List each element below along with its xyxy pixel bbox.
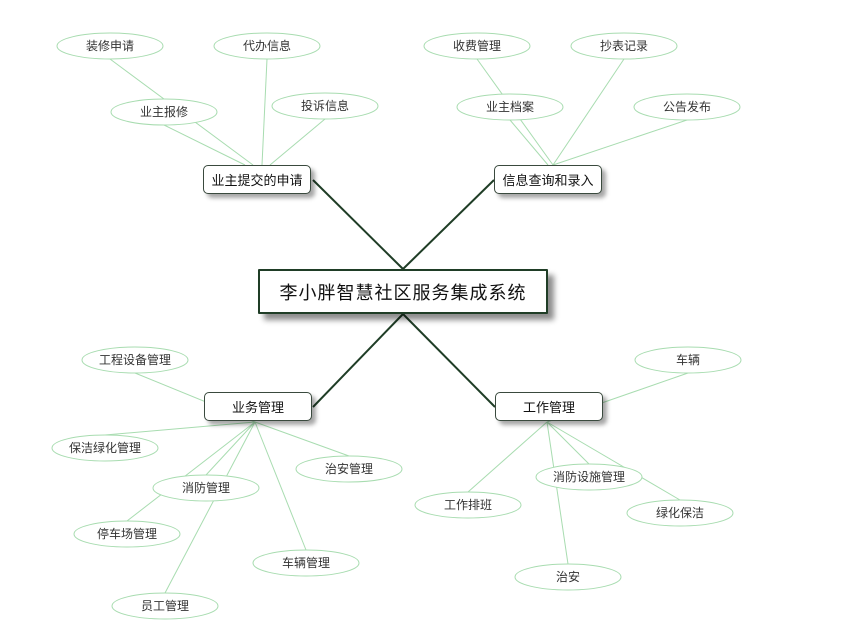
leaf-node: 消防设施管理 [535,463,643,491]
leaf-connector-line [126,421,256,522]
leaf-node: 车辆 [634,346,742,374]
leaf-label: 消防管理 [182,480,230,495]
leaf-label: 抄表记录 [600,39,648,53]
leaf-node: 业主报修 [110,98,218,126]
leaf-ellipse [213,32,321,60]
leaf-ellipse [423,32,531,60]
leaf-label: 装修申请 [86,38,134,53]
branch-label: 工作管理 [522,401,575,416]
leaf-node: 保洁绿化管理 [51,434,159,462]
leaf-node: 投诉信息 [271,92,379,120]
leaf-connector-line [205,421,256,476]
leaf-ellipse [514,563,622,591]
leaf-node: 消防管理 [152,474,260,502]
branch-work-management: 工作管理 [495,392,603,421]
leaf-ellipse [633,93,741,121]
leaf-connector-line [546,421,590,465]
leaf-label: 业主报修 [140,104,188,119]
leaf-ellipse [271,92,379,120]
root-label: 李小胖智慧社区服务集成系统 [279,282,527,304]
leaf-node: 代办信息 [213,32,321,60]
branch-label: 业主提交的申请 [211,174,303,189]
leaf-connector-line [467,421,548,493]
leaf-connector-line [164,421,256,594]
branch-business-management: 业务管理 [204,392,312,421]
leaf-label: 车辆管理 [282,555,330,570]
leaf-ellipse [56,32,164,60]
leaf-node: 治安 [514,563,622,591]
leaf-ellipse [73,520,181,548]
leaf-node: 收费管理 [423,32,531,60]
leaf-ellipse [252,549,360,577]
leaf-node: 工程设备管理 [81,346,189,374]
leaf-label: 业主档案 [486,99,534,114]
leaf-connector-line [552,58,625,166]
leaf-node: 工作排班 [414,491,522,519]
leaf-node: 抄表记录 [570,32,678,60]
leaf-label: 收费管理 [453,38,501,53]
leaf-ellipse [111,592,219,620]
leaf-label: 治安 [556,569,580,584]
leaf-label: 公告发布 [663,99,711,114]
leaf-label: 停车场管理 [97,526,157,541]
leaf-connector-line [254,421,307,551]
leaf-ellipse [295,455,403,483]
leaf-label: 工作排班 [444,498,492,512]
leaf-node: 绿化保洁 [626,499,734,527]
leaf-node: 装修申请 [56,32,164,60]
leaf-connector-line [546,421,569,565]
leaf-label: 消防设施管理 [553,469,625,484]
leaf-ellipse [634,346,742,374]
leaf-label: 绿化保洁 [656,505,704,520]
leaf-node: 员工管理 [111,592,219,620]
leaf-label: 工程设备管理 [99,352,171,367]
leaf-connector-line [261,58,268,166]
leaf-ellipse [81,346,189,374]
leaf-connector-line [163,124,246,166]
leaf-connector-line [546,421,681,501]
leaf-ellipse [535,463,643,491]
leaf-label: 车辆 [676,352,700,367]
leaf-node: 公告发布 [633,93,741,121]
leaf-connector-line [269,118,326,166]
leaf-ellipse [51,434,159,462]
leaf-label: 代办信息 [243,38,291,53]
leaf-node: 治安管理 [295,455,403,483]
branch-owner-requests: 业主提交的申请 [203,165,311,194]
leaf-connector-line [552,119,688,166]
leaf-label: 治安管理 [325,461,373,476]
leaf-connector-line [254,421,350,457]
leaf-ellipse [414,491,522,519]
root-node: 李小胖智慧社区服务集成系统 [258,269,548,314]
leaf-node: 车辆管理 [252,549,360,577]
leaf-ellipse [626,499,734,527]
leaf-connector-line [509,119,549,166]
branch-connector-line [312,179,404,270]
leaf-ellipse [152,474,260,502]
branch-label: 信息查询和录入 [502,174,594,189]
leaf-label: 投诉信息 [301,98,349,113]
leaf-label: 保洁绿化管理 [69,440,141,455]
leaf-label: 员工管理 [141,598,189,613]
branch-connector-line [402,313,496,408]
leaf-connector-line [104,421,256,436]
branch-connector-line [312,313,404,408]
branch-connector-line [402,179,495,270]
branch-label: 业务管理 [231,401,284,416]
leaf-node: 停车场管理 [73,520,181,548]
leaf-ellipse [456,93,564,121]
leaf-ellipse [570,32,678,60]
branch-info-query: 信息查询和录入 [494,165,602,194]
leaf-node: 业主档案 [456,93,564,121]
leaf-ellipse [110,98,218,126]
